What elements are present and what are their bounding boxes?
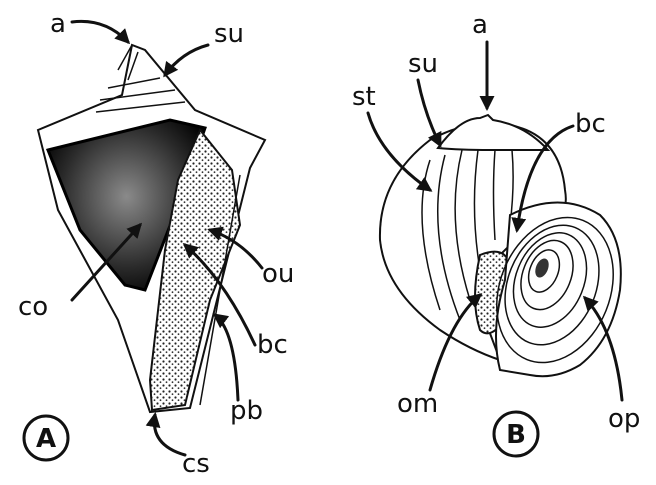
panel-a-tag: A	[36, 424, 56, 454]
label-b-operculum-margin: om	[397, 389, 438, 419]
label-a-body-cavity: bc	[257, 330, 288, 360]
label-a-posterior-border: pb	[230, 396, 263, 426]
label-b-suture: su	[408, 49, 438, 79]
label-a-suture: su	[214, 19, 244, 49]
panel-a-shell	[38, 45, 265, 412]
label-b-operculum: op	[608, 404, 640, 434]
label-a-canal-siphon: cs	[182, 449, 210, 479]
label-b-striae: st	[352, 82, 376, 112]
panel-b-tag: B	[506, 420, 526, 450]
panel-b-shell	[380, 115, 634, 380]
label-a-apex: a	[50, 9, 66, 39]
label-b-apex: a	[472, 10, 488, 40]
label-b-body-cavity: bc	[575, 109, 606, 139]
label-a-outer-lip: ou	[262, 259, 294, 289]
label-a-columella: co	[18, 292, 48, 322]
